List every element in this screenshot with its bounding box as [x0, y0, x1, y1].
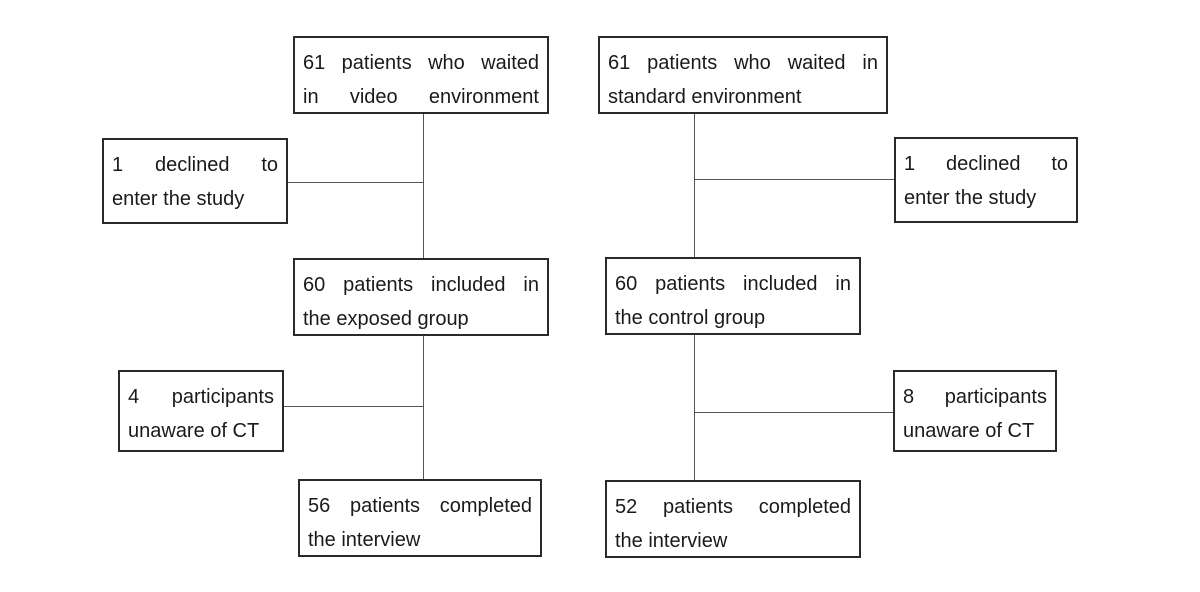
right-completed-box: 52 patients completed the interview: [605, 480, 861, 558]
right-declined-line1: 1 declined to: [904, 153, 1068, 175]
left-included-line2: the exposed group: [303, 308, 469, 330]
right-completed-line1: 52 patients completed: [615, 496, 851, 518]
left-completed-line1: 56 patients completed: [308, 495, 532, 517]
left-start-line1: 61 patients who waited: [303, 52, 539, 74]
right-declined-connector: [694, 179, 894, 180]
right-start-box: 61 patients who waited in standard envir…: [598, 36, 888, 114]
right-declined-line2: enter the study: [904, 187, 1037, 209]
left-unaware-line1: 4 participants: [128, 386, 274, 408]
right-included-line2: the control group: [615, 307, 766, 329]
right-completed-line2: the interview: [615, 530, 728, 552]
left-unaware-box: 4 participants unaware of CT: [118, 370, 284, 452]
left-declined-box: 1 declined to enter the study: [102, 138, 288, 224]
right-declined-box: 1 declined to enter the study: [894, 137, 1078, 223]
right-start-line2: standard environment: [608, 86, 802, 108]
left-completed-line2: the interview: [308, 529, 421, 551]
left-unaware-line2: unaware of CT: [128, 420, 260, 442]
left-declined-connector: [288, 182, 423, 183]
right-unaware-line1: 8 participants: [903, 386, 1047, 408]
left-declined-line2: enter the study: [112, 188, 245, 210]
right-unaware-line2: unaware of CT: [903, 420, 1035, 442]
right-unaware-connector: [694, 412, 893, 413]
left-start-box: 61 patients who waited in video environm…: [293, 36, 549, 114]
left-included-box: 60 patients included in the exposed grou…: [293, 258, 549, 336]
left-unaware-connector: [284, 406, 423, 407]
left-included-line1: 60 patients included in: [303, 274, 539, 296]
left-declined-line1: 1 declined to: [112, 154, 278, 176]
right-unaware-box: 8 participants unaware of CT: [893, 370, 1057, 452]
right-start-line1: 61 patients who waited in: [608, 52, 878, 74]
left-start-line2: in video environment: [303, 86, 539, 108]
right-included-box: 60 patients included in the control grou…: [605, 257, 861, 335]
right-included-line1: 60 patients included in: [615, 273, 851, 295]
left-completed-box: 56 patients completed the interview: [298, 479, 542, 557]
